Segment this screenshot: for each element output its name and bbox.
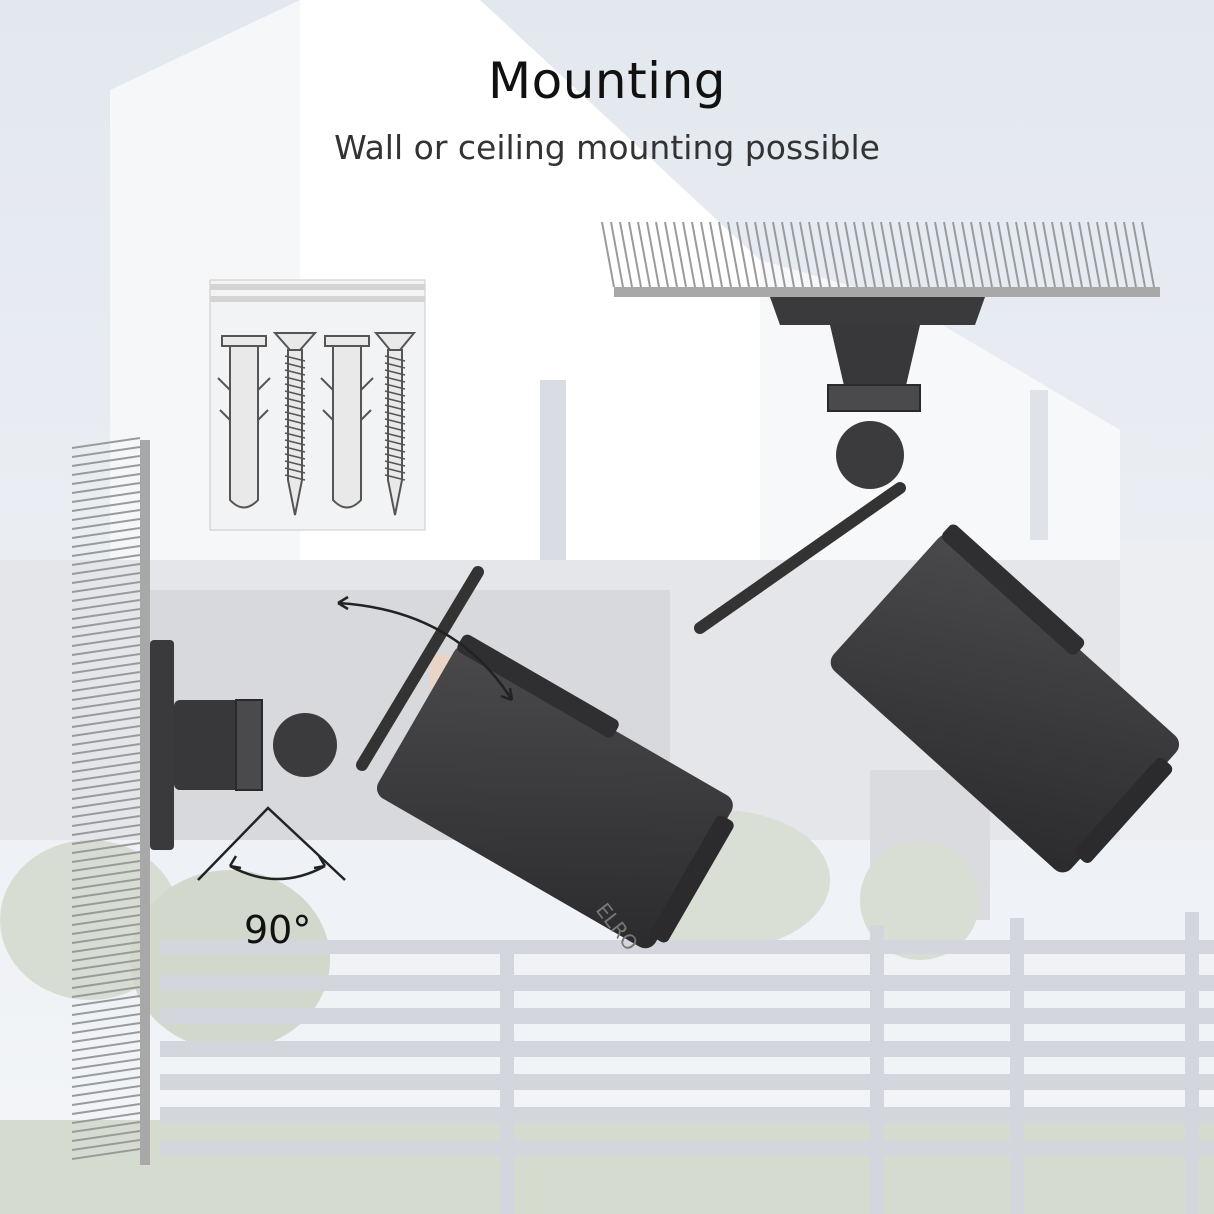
screw-icon — [272, 332, 417, 516]
ceiling-mounted-camera — [694, 297, 1180, 873]
page-title: Mounting — [487, 52, 727, 110]
ceiling-surface — [601, 221, 1160, 297]
page-subtitle: Wall or ceiling mounting possible — [334, 128, 880, 167]
angle-label: 90° — [244, 908, 312, 952]
wall-surface — [71, 437, 150, 1165]
fence — [160, 912, 1214, 1214]
wall-mounted-camera: ELRO — [150, 566, 734, 955]
rotation-arrow-icon — [197, 595, 514, 881]
wall-plug-icon — [217, 335, 374, 509]
